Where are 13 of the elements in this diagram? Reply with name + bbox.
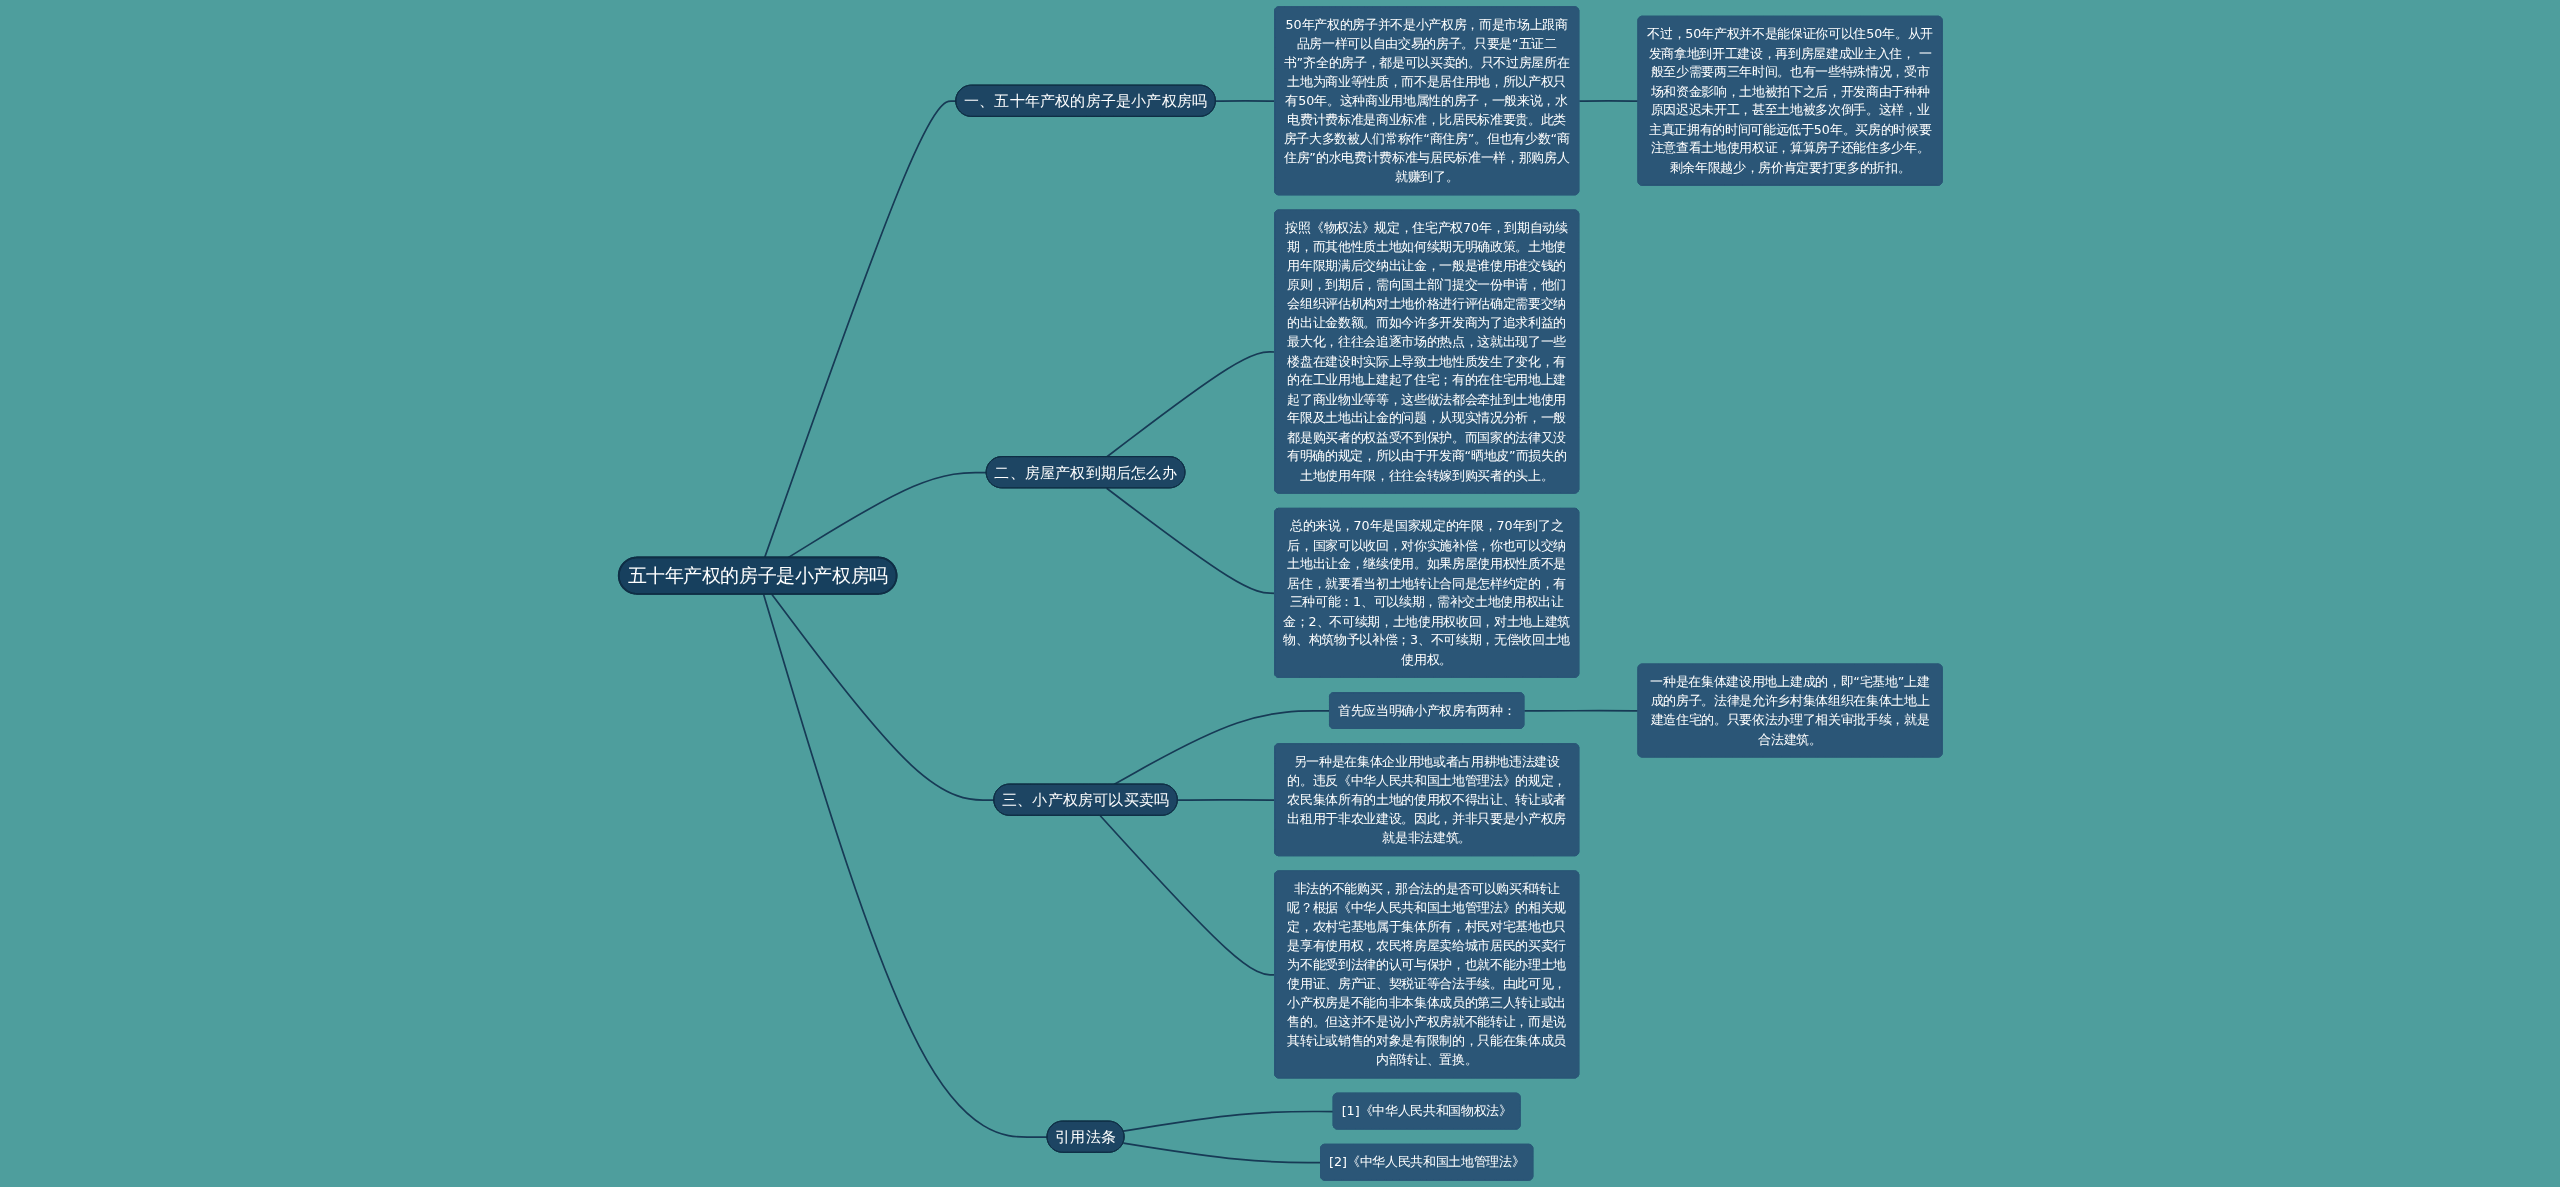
connector [1105, 351, 1276, 458]
connector [1577, 100, 1639, 103]
connector [770, 593, 995, 801]
connector [762, 593, 1048, 1138]
connector [786, 471, 987, 559]
connector [1214, 100, 1276, 103]
connector [763, 100, 957, 559]
connector [1098, 814, 1276, 976]
connector [1176, 799, 1276, 801]
connector [1105, 487, 1276, 595]
connector [1122, 1142, 1322, 1164]
connector [1122, 1110, 1334, 1132]
connector [1522, 709, 1639, 712]
